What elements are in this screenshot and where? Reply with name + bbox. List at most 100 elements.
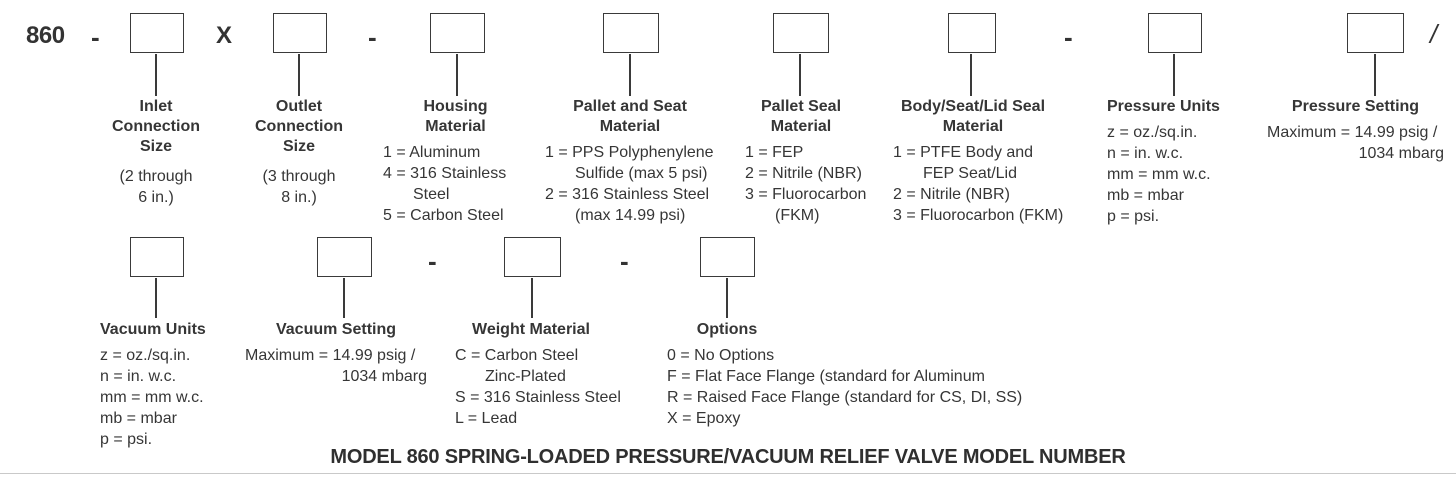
field-column-vacuum-units: Vacuum Units z = oz./sq.in. n = in. w.c. m…: [100, 320, 220, 450]
connector-line: [726, 278, 728, 318]
connector-line: [456, 54, 458, 96]
field-heading-line: Pallet Seal: [760, 98, 842, 115]
field-item: p = psi.: [1107, 208, 1160, 225]
field-heading: Vacuum Units: [100, 320, 220, 340]
connector-line: [298, 54, 300, 96]
field-item: (2 through: [119, 168, 193, 185]
field-heading-line: Vacuum Setting: [275, 321, 397, 338]
box-pallet-and-seat-material: [603, 13, 659, 53]
connector-line: [343, 278, 345, 318]
field-items: (2 through 6 in.): [96, 166, 216, 208]
field-item: 8 in.): [281, 189, 317, 206]
field-item: mb = mbar: [100, 410, 177, 427]
field-heading-line: Weight Material: [472, 321, 590, 338]
box-housing-material: [430, 13, 485, 53]
field-heading-line: Material: [770, 118, 832, 135]
field-item: 3 = Fluorocarbon: [745, 186, 867, 203]
field-items: 0 = No Options F = Flat Face Flange (stan…: [667, 345, 1057, 429]
field-heading: Options: [667, 320, 787, 340]
field-item: 6 in.): [138, 189, 174, 206]
field-heading: Weight Material: [455, 320, 607, 340]
box-inlet-connection-size: [130, 13, 184, 53]
field-item: R = Raised Face Flange (standard for CS,…: [667, 389, 1023, 406]
box-outlet-connection-size: [273, 13, 327, 53]
field-item: 1 = PPS Polyphenylene: [545, 144, 714, 161]
field-item: S = 316 Stainless Steel: [455, 389, 621, 406]
field-heading-line: Options: [696, 321, 758, 338]
field-item: F = Flat Face Flange (standard for Alumi…: [667, 368, 985, 385]
field-heading-line: Inlet: [139, 98, 173, 115]
separator-dash-4: -: [428, 246, 437, 276]
field-items: Maximum = 14.99 psig / 1034 mbarg: [245, 345, 427, 387]
field-item: Zinc-Plated: [485, 368, 566, 385]
separator-dash-3: -: [1064, 22, 1073, 52]
box-options: [700, 237, 755, 277]
field-item: 1034 mbarg: [341, 368, 427, 385]
separator-dash-1: -: [91, 22, 100, 52]
field-item: 4 = 316 Stainless: [383, 165, 507, 182]
field-item: n = in. w.c.: [1107, 145, 1184, 162]
field-item: Maximum = 14.99 psig /: [245, 347, 416, 364]
field-heading: Pressure Units: [1107, 97, 1237, 117]
connector-line: [799, 54, 801, 96]
field-heading-line: Size: [282, 138, 315, 155]
connector-line: [531, 278, 533, 318]
separator-x: X: [216, 22, 232, 49]
field-item: Steel: [413, 186, 450, 203]
field-heading-line: Pressure Units: [1107, 98, 1220, 115]
field-heading-line: Material: [425, 118, 486, 135]
field-heading-line: Body/Seat/Lid Seal: [900, 98, 1046, 115]
field-heading: Pressure Setting: [1267, 97, 1444, 117]
field-item: (3 through: [262, 168, 336, 185]
field-item: 0 = No Options: [667, 347, 775, 364]
field-heading-line: Connection: [112, 118, 200, 135]
separator-dash-5: -: [620, 246, 629, 276]
field-item: z = oz./sq.in.: [100, 347, 191, 364]
field-heading-line: Housing: [423, 98, 488, 115]
box-pressure-units: [1148, 13, 1202, 53]
field-item: (FKM): [775, 207, 820, 224]
connector-line: [1374, 54, 1376, 96]
connector-line: [155, 54, 157, 96]
box-vacuum-units: [130, 237, 184, 277]
field-heading-line: Material: [599, 118, 661, 135]
field-item: C = Carbon Steel: [455, 347, 579, 364]
field-item: mm = mm w.c.: [1107, 166, 1211, 183]
field-items: (3 through 8 in.): [239, 166, 359, 208]
field-items: z = oz./sq.in.n = in. w.c.mm = mm w.c.mb…: [100, 345, 220, 450]
connector-line: [155, 278, 157, 318]
box-pressure-setting: [1347, 13, 1404, 53]
box-body-seat-lid-seal-material: [948, 13, 996, 53]
separator-dash-2: -: [368, 22, 377, 52]
field-items: z = oz./sq.in.n = in. w.c.mm = mm w.c.mb…: [1107, 122, 1237, 227]
field-column-pressure-units: Pressure Units z = oz./sq.in. n = in. w.c…: [1107, 97, 1237, 227]
field-heading-line: Pallet and Seat: [573, 98, 687, 115]
connector-line: [629, 54, 631, 96]
box-vacuum-setting: [317, 237, 372, 277]
box-weight-material: [504, 237, 561, 277]
field-item: 2 = Nitrile (NBR): [893, 186, 1010, 203]
field-item: Sulfide (max 5 psi): [575, 165, 708, 182]
field-item: 2 = 316 Stainless Steel: [545, 186, 710, 203]
field-item: n = in. w.c.: [100, 368, 177, 385]
field-item: (max 14.99 psi): [575, 207, 686, 224]
model-prefix: 860: [26, 22, 65, 49]
field-heading-line: Outlet: [275, 98, 323, 115]
field-item: Maximum = 14.99 psig /: [1267, 124, 1438, 141]
diagram-title: MODEL 860 SPRING-LOADED PRESSURE/VACUUM …: [330, 446, 1126, 468]
connector-line: [1173, 54, 1175, 96]
field-item: z = oz./sq.in.: [1107, 124, 1198, 141]
model-trailing-slash: /: [1430, 19, 1437, 49]
